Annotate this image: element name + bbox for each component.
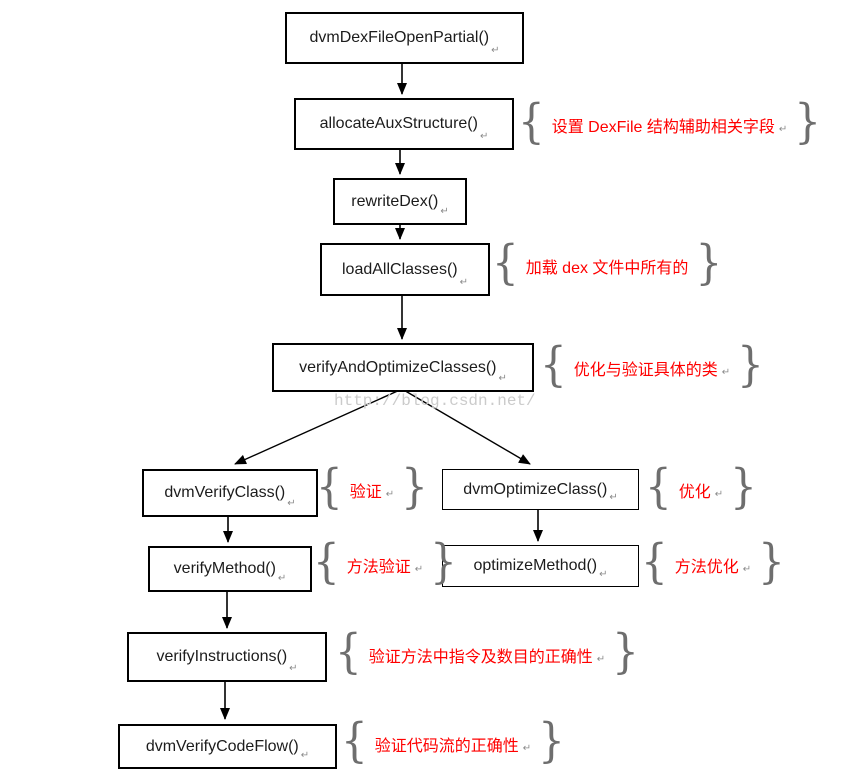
annotation-allocate-aux-structure: { 设置 DexFile 结构辅助相关字段 ↵ } [518,93,821,149]
return-mark-icon: ↵ [714,488,724,500]
return-mark-icon: ↵ [289,663,298,674]
return-mark-icon: ↵ [385,488,395,500]
node-label: verifyInstructions() [156,648,288,665]
node-label: dvmVerifyCodeFlow() [145,737,299,755]
node-verify-instructions: verifyInstructions()↵ [127,632,327,682]
brace-open-icon: { [316,458,343,514]
return-mark-icon: ↵ [498,373,507,384]
annotation-dvm-verify-code-flow: { 验证代码流的正确性 ↵ } [341,712,565,768]
brace-close-icon: } [430,533,457,589]
annotation-load-all-classes: { 加载 dex 文件中所有的 } [492,234,723,290]
brace-open-icon: { [492,234,519,290]
annotation-text: 设置 DexFile 结构辅助相关字段 [551,119,775,136]
annotation-text: 加载 dex 文件中所有的 [525,260,689,277]
return-mark-icon: ↵ [778,123,788,135]
brace-open-icon: { [341,712,368,768]
annotation-dvm-verify-class: { 验证 ↵ } [316,458,428,514]
brace-open-icon: { [641,533,668,589]
node-optimize-method: optimizeMethod()↵ [442,545,639,587]
watermark: http://blog.csdn.net/ [334,392,536,410]
return-mark-icon: ↵ [479,131,489,142]
annotation-verify-method: { 方法验证 ↵ } [313,533,457,589]
return-mark-icon: ↵ [742,563,752,575]
return-mark-icon: ↵ [522,742,532,754]
node-label: optimizeMethod() [473,557,598,574]
node-label: verifyAndOptimizeClasses() [299,358,497,376]
node-verify-method: verifyMethod()↵ [148,546,312,592]
node-dvm-verify-class: dvmVerifyClass()↵ [142,469,318,517]
node-label: dvmOptimizeClass() [463,480,608,498]
brace-close-icon: } [737,336,764,392]
brace-close-icon: } [401,458,428,514]
brace-close-icon: } [758,533,785,589]
brace-close-icon: } [730,458,757,514]
annotation-dvm-optimize-class: { 优化 ↵ } [645,458,757,514]
brace-open-icon: { [645,458,672,514]
annotation-text: 验证方法中指令及数目的正确性 [368,649,593,666]
node-dvm-verify-code-flow: dvmVerifyCodeFlow()↵ [118,724,337,769]
annotation-text: 验证 [349,484,382,501]
return-mark-icon: ↵ [491,45,500,56]
node-verify-and-optimize-classes: verifyAndOptimizeClasses()↵ [272,343,534,392]
annotation-text: 验证代码流的正确性 [374,738,519,755]
return-mark-icon: ↵ [440,206,449,217]
node-label: dvmDexFileOpenPartial() [309,29,490,46]
annotation-optimize-method: { 方法优化 ↵ } [641,533,785,589]
annotation-verify-instructions: { 验证方法中指令及数目的正确性 ↵ } [335,623,639,679]
return-mark-icon: ↵ [300,750,310,761]
node-label: dvmVerifyClass() [164,484,286,501]
annotation-verify-and-optimize-classes: { 优化与验证具体的类 ↵ } [540,336,764,392]
return-mark-icon: ↵ [609,492,618,503]
return-mark-icon: ↵ [277,573,287,584]
node-load-all-classes: loadAllClasses()↵ [320,243,490,296]
annotation-text: 优化与验证具体的类 [573,362,718,379]
brace-close-icon: } [794,93,821,149]
node-allocate-aux-structure: allocateAuxStructure()↵ [294,98,514,150]
node-dvm-dex-file-open-partial: dvmDexFileOpenPartial()↵ [285,12,524,64]
annotation-text: 方法验证 [346,559,411,576]
brace-close-icon: } [612,623,639,679]
brace-close-icon: } [695,234,723,290]
return-mark-icon: ↵ [414,563,424,575]
return-mark-icon: ↵ [596,653,606,665]
return-mark-icon: ↵ [721,366,731,378]
node-rewrite-dex: rewriteDex()↵ [333,178,467,225]
brace-open-icon: { [518,93,545,149]
node-label: loadAllClasses() [342,260,458,278]
node-label: verifyMethod() [173,560,276,577]
brace-open-icon: { [540,336,567,392]
return-mark-icon: ↵ [459,277,468,288]
annotation-text: 优化 [678,484,711,501]
brace-open-icon: { [335,623,362,679]
node-label: allocateAuxStructure() [319,115,478,132]
return-mark-icon: ↵ [287,498,296,509]
return-mark-icon: ↵ [599,569,608,580]
annotation-text: 方法优化 [674,559,739,576]
node-label: rewriteDex() [351,192,439,210]
brace-open-icon: { [313,533,340,589]
brace-close-icon: } [538,712,565,768]
node-dvm-optimize-class: dvmOptimizeClass()↵ [442,469,639,510]
